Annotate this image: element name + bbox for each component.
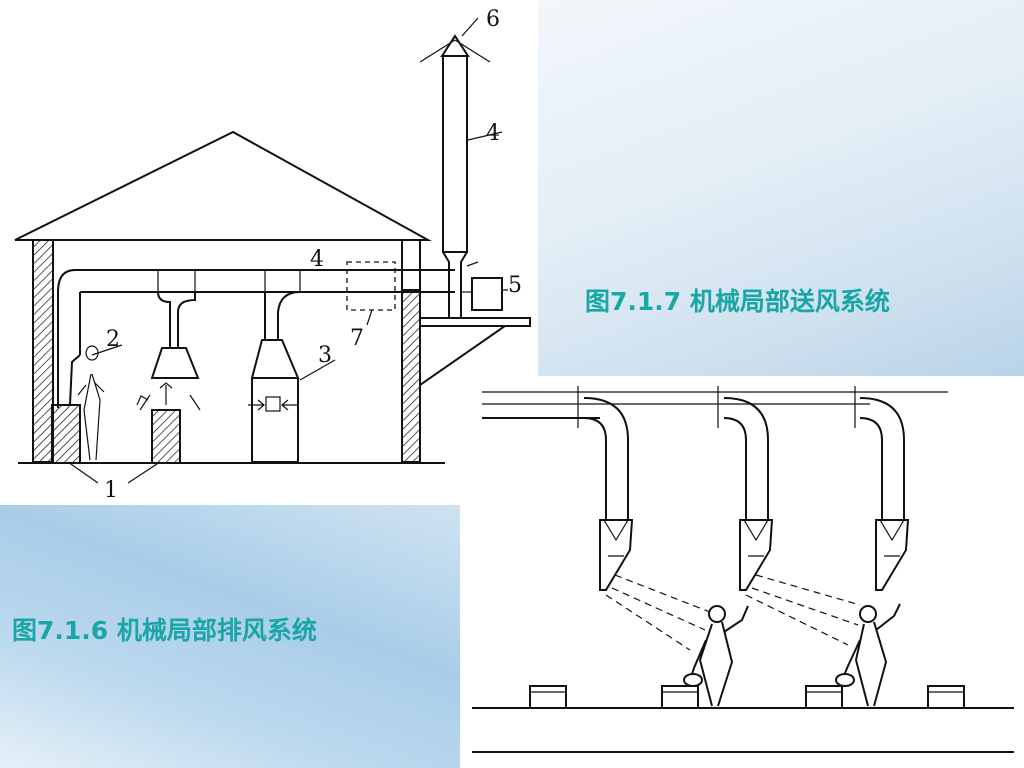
caption-local-supply: 图7.1.7 机械局部送风系统	[585, 287, 890, 316]
workstation-1	[529, 685, 567, 709]
worker-1	[683, 605, 749, 707]
workstation-4	[927, 685, 965, 709]
label-4-duct: 4	[310, 247, 324, 272]
label-1: 1	[104, 478, 118, 503]
workstation-3	[805, 685, 843, 709]
supply-branch-2	[723, 397, 774, 591]
air-jets	[605, 574, 861, 651]
caption-panel-top	[538, 0, 1024, 376]
fan-platform	[419, 317, 531, 386]
label-3: 3	[318, 343, 332, 368]
worker-2	[835, 603, 901, 707]
label-5: 5	[508, 273, 522, 298]
label-4-stack: 4	[486, 121, 500, 146]
label-2: 2	[106, 327, 120, 352]
workstation-2	[661, 685, 699, 709]
stack-cap	[440, 34, 470, 57]
umbrella-hood	[150, 347, 200, 379]
label-6: 6	[486, 7, 500, 32]
enclosure-hood	[251, 377, 299, 463]
caption-local-exhaust: 图7.1.6 机械局部排风系统	[12, 616, 317, 645]
label-7: 7	[350, 326, 364, 351]
workbench-left	[51, 404, 81, 464]
workbench-center	[151, 409, 181, 464]
supply-branch-1	[583, 397, 634, 591]
fan	[471, 277, 503, 311]
caption-panel-bottom	[0, 505, 460, 768]
supply-branch-3	[859, 397, 910, 591]
worker-figure	[77, 345, 105, 461]
dust-collector	[346, 261, 396, 311]
side-hood	[57, 354, 81, 408]
